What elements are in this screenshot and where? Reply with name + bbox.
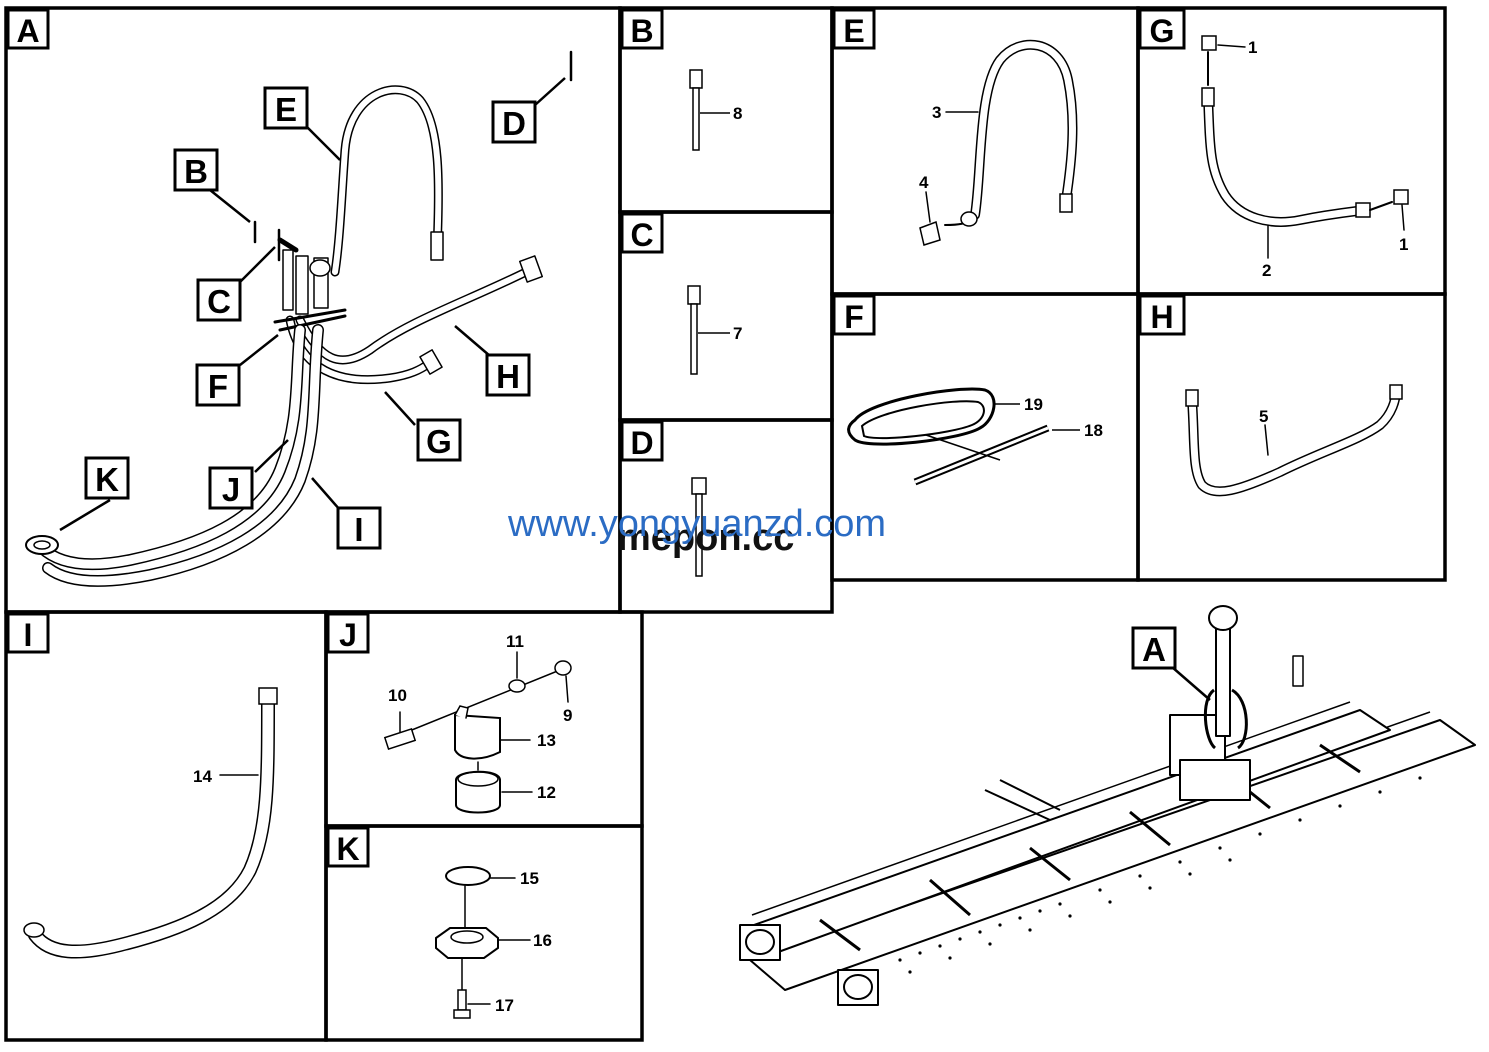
svg-text:H: H: [1150, 299, 1173, 335]
part-number-1-bottom: 1: [1399, 235, 1408, 254]
part-number-1-top: 1: [1248, 38, 1257, 57]
svg-text:F: F: [208, 368, 228, 405]
panel-i-frame: [4, 610, 328, 1042]
svg-text:K: K: [95, 461, 119, 498]
part-number-14: 14: [193, 767, 212, 786]
panel-e-hose-3: [919, 39, 1078, 246]
svg-text:E: E: [275, 91, 297, 128]
panel-a-assembly-drawing: [25, 50, 573, 587]
svg-text:J: J: [222, 471, 240, 508]
callout-j: J: [208, 466, 254, 510]
panel-h-hose-5: [1185, 384, 1403, 497]
callout-g: G: [416, 418, 462, 462]
panel-f-clamp-parts: [847, 387, 1080, 486]
svg-text:D: D: [630, 425, 653, 461]
panel-labels: A B C D E G F H I J K: [6, 8, 1186, 868]
callout-d: D: [491, 100, 537, 144]
part-number-4: 4: [919, 173, 929, 192]
svg-text:G: G: [1150, 13, 1175, 49]
callout-e: E: [263, 86, 309, 130]
part-number-19: 19: [1024, 395, 1043, 414]
panel-label-k: K: [326, 826, 370, 868]
panel-h-frame: [1136, 292, 1447, 582]
panel-k-frame: [324, 824, 644, 1042]
svg-text:A: A: [16, 13, 39, 49]
callout-b: B: [173, 148, 219, 192]
panel-b-sensor-8: 8: [689, 69, 742, 151]
svg-text:C: C: [207, 283, 231, 320]
svg-text:E: E: [843, 13, 864, 49]
part-number-13: 13: [537, 731, 556, 750]
panel-label-c: C: [620, 212, 664, 254]
panel-label-a: A: [6, 8, 50, 50]
panel-c-sensor-7: 7: [687, 285, 742, 375]
part-number-12: 12: [537, 783, 556, 802]
panel-a-callouts: E B D C F H G K J I: [59, 77, 566, 550]
part-number-8: 8: [733, 104, 742, 123]
watermark-site: www.yongyuanzd.com: [507, 503, 886, 545]
svg-text:K: K: [336, 831, 359, 867]
svg-text:G: G: [426, 423, 452, 460]
part-number-16: 16: [533, 931, 552, 950]
panel-label-j: J: [326, 612, 370, 654]
panel-label-b: B: [620, 8, 664, 50]
panel-g-hose-2: [1201, 35, 1409, 259]
callout-f: F: [195, 363, 241, 407]
svg-text:I: I: [354, 511, 363, 548]
svg-text:B: B: [184, 153, 208, 190]
part-number-17: 17: [495, 996, 514, 1015]
callout-i: I: [336, 506, 382, 550]
part-number-9: 9: [563, 706, 572, 725]
svg-text:C: C: [630, 217, 653, 253]
panel-label-h: H: [1138, 294, 1186, 336]
part-number-7: 7: [733, 324, 742, 343]
panel-label-e: E: [832, 8, 876, 50]
panel-k-flange-parts: [435, 866, 531, 1019]
part-number-5: 5: [1259, 407, 1268, 426]
part-number-15: 15: [520, 869, 539, 888]
panel-i-hose-14: [23, 687, 278, 959]
svg-text:A: A: [1142, 631, 1166, 668]
svg-text:H: H: [496, 358, 520, 395]
panel-label-f: F: [832, 294, 876, 336]
part-number-2: 2: [1262, 261, 1271, 280]
panel-d-sensor: [691, 477, 707, 577]
part-number-10: 10: [388, 686, 407, 705]
chassis-frame-drawing: [739, 605, 1476, 1006]
panel-label-i: I: [6, 612, 50, 654]
panel-label-d: D: [620, 420, 664, 462]
panel-j-clamp-parts: [383, 651, 572, 814]
svg-text:B: B: [630, 13, 653, 49]
callout-h: H: [485, 353, 531, 397]
chassis-callout-a: A: [1131, 626, 1211, 701]
part-number-3: 3: [932, 103, 941, 122]
svg-text:D: D: [502, 105, 526, 142]
callout-c: C: [196, 278, 242, 322]
part-number-11: 11: [506, 632, 524, 651]
watermark-overlay: mepon.cc: [617, 517, 794, 559]
part-number-18: 18: [1084, 421, 1103, 440]
svg-text:F: F: [844, 299, 864, 335]
panel-label-g: G: [1138, 8, 1186, 50]
panel-frames: [4, 6, 1447, 1042]
callout-k: K: [84, 456, 130, 500]
svg-text:I: I: [24, 617, 33, 653]
svg-text:J: J: [339, 617, 357, 653]
